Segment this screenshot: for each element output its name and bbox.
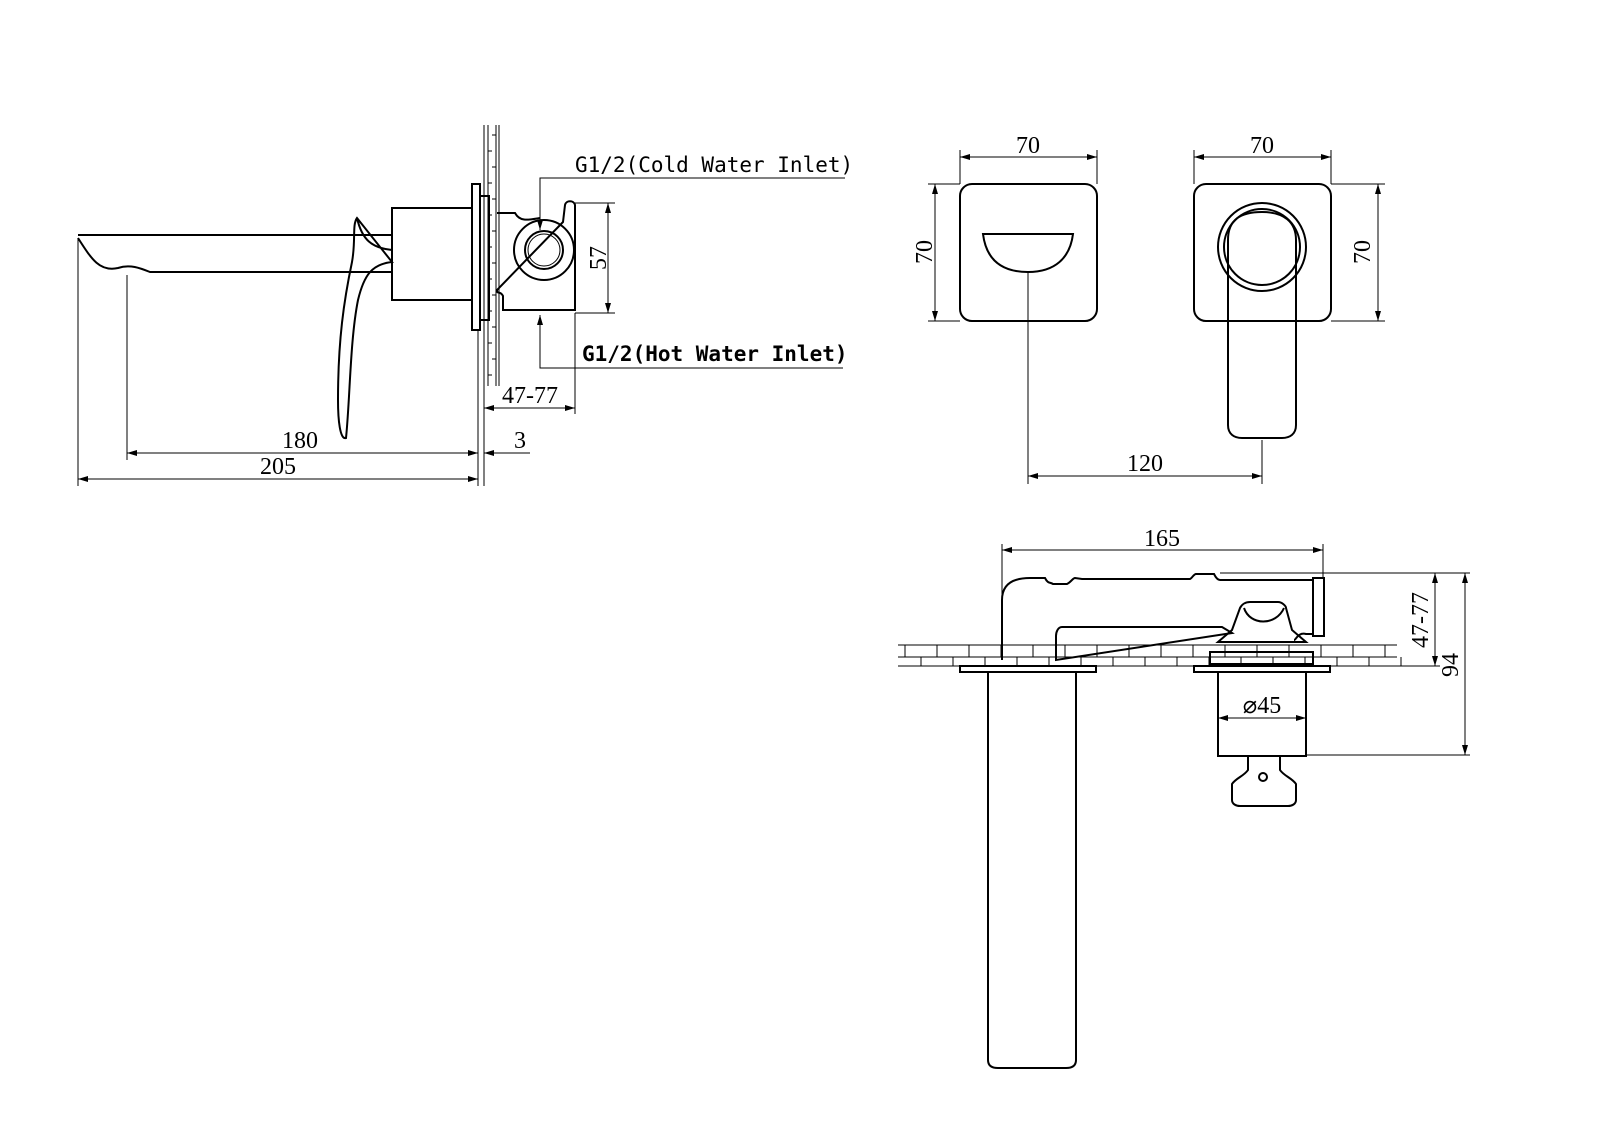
dim-165: 165 [1144,526,1180,552]
dim-94: 94 [1438,653,1464,677]
dim-180: 180 [282,428,318,454]
hot-inlet-label: G1/2(Hot Water Inlet) [582,342,848,366]
dim-spout-width: 70 [1016,133,1040,159]
cold-inlet-label: G1/2(Cold Water Inlet) [575,153,853,177]
spout-pipe [987,672,1077,1069]
valve-body [391,207,473,301]
inlet-inner [524,230,564,270]
handle-lever [1227,210,1297,439]
dim-120: 120 [1127,451,1163,477]
flange-inner [479,195,490,321]
valve-cap [1215,601,1309,643]
dim-wall-range: 47-77 [502,383,558,409]
dim-spout-height: 70 [912,240,938,264]
front-view-handle: 70 70 120 [1027,133,1385,484]
front-view-spout: 70 70 [912,133,1098,322]
mixer-housing [495,200,576,311]
dim-handle-width: 70 [1250,133,1274,159]
dim-57: 57 [586,246,612,270]
dim-205: 205 [260,454,296,480]
dim-wall-range-top: 47-77 [1408,592,1434,648]
inlet-outer [513,219,575,281]
dim-diameter: ⌀45 [1243,693,1281,719]
valve-cartridge [1217,671,1307,757]
handle-top [1231,756,1297,807]
flange-outer [471,183,481,331]
wall-section-top [898,644,1402,667]
top-view: 165 ⌀45 47-77 94 [898,526,1470,1069]
dim-handle-height: 70 [1350,240,1376,264]
lever-handle [336,216,394,439]
spout-outlet [981,233,1075,274]
wall-section [483,125,500,386]
spout [77,234,392,273]
spout-top [1001,573,1314,662]
handle-wall-plate [1193,183,1332,322]
side-view: 57 G1/2(Cold Water Inlet) G1/2(Hot Water… [77,125,853,486]
dim-3: 3 [514,428,526,454]
